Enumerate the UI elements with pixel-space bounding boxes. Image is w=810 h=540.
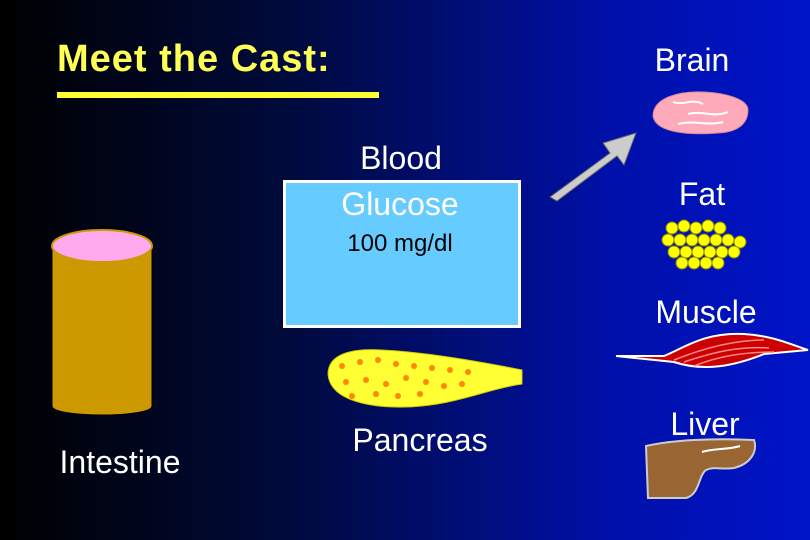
slide-title: Meet the Cast: [57,38,331,80]
pancreas-label: Pancreas [352,422,488,458]
glucose-concentration: 100 mg/dl [347,230,453,257]
fat-label: Fat [678,176,726,212]
fat-image [661,219,747,270]
arrow-to-brain [549,132,637,202]
intestine-label: Intestine [59,444,181,480]
glucose-label: Glucose [341,186,459,222]
brain-image [652,91,749,135]
blood-label: Blood [360,140,442,176]
muscle-label: Muscle [655,294,757,330]
intestine-image [51,229,153,416]
liver-image [644,438,756,499]
pancreas-image [327,349,523,408]
muscle-image [615,332,809,368]
blood-glucose-box [283,180,521,328]
title-underline [57,92,379,98]
liver-label: Liver [670,406,740,442]
brain-label: Brain [654,42,730,78]
